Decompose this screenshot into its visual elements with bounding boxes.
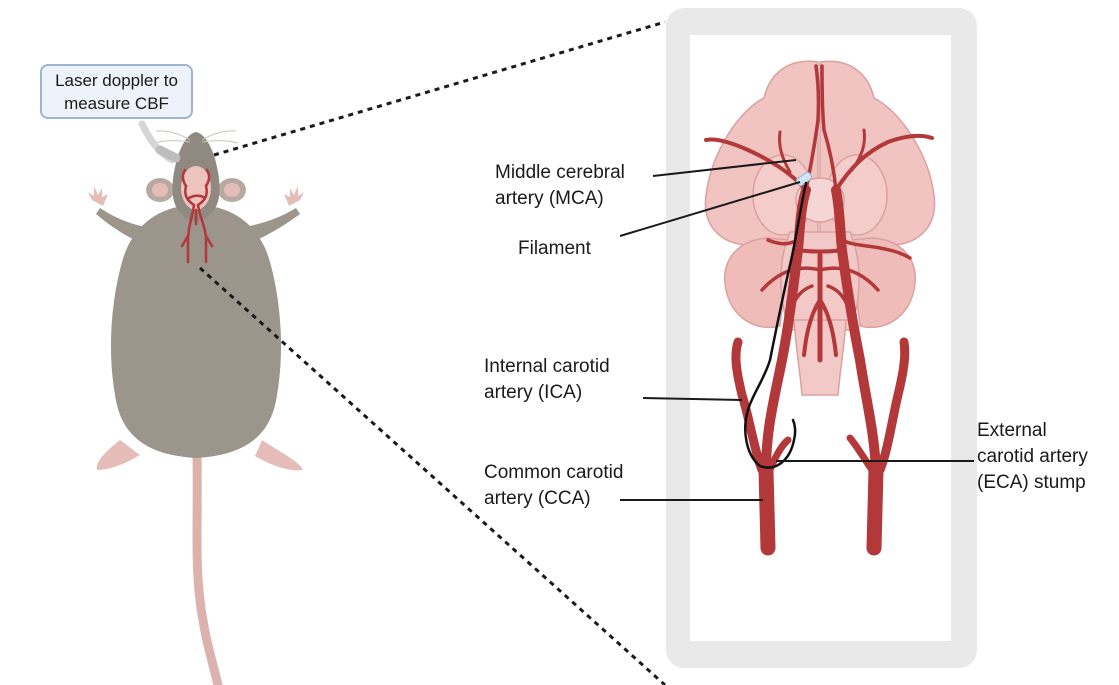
mca-label: Middle cerebral artery (MCA) (495, 160, 625, 212)
eca-label-line1: External (977, 418, 1088, 444)
left-common-carotid (766, 470, 768, 548)
right-ear-inner (224, 183, 240, 197)
cca-label-line1: Common carotid (484, 460, 623, 486)
laser-doppler-callout: Laser doppler to measure CBF (40, 64, 193, 119)
right-common-carotid (874, 470, 876, 548)
mouse-illustration (88, 124, 304, 685)
filament-label-line1: Filament (518, 236, 591, 262)
zoom-line-top (214, 22, 665, 155)
cca-label: Common carotid artery (CCA) (484, 460, 623, 512)
eca-label-line3: (ECA) stump (977, 470, 1088, 496)
mca-label-line2: artery (MCA) (495, 186, 625, 212)
laser-doppler-callout-line1: Laser doppler to (42, 69, 191, 92)
laser-doppler-callout-line2: measure CBF (42, 92, 191, 115)
ica-label-line1: Internal carotid (484, 354, 610, 380)
mouse-body (111, 205, 281, 458)
mca-label-line1: Middle cerebral (495, 160, 625, 186)
eca-label: External carotid artery (ECA) stump (977, 418, 1088, 496)
right-front-paw (284, 186, 304, 206)
eca-label-line2: carotid artery (977, 444, 1088, 470)
mouse-tail (197, 455, 218, 685)
filament-label: Filament (518, 236, 591, 262)
posterior-communicating (798, 250, 842, 252)
left-ear-inner (152, 183, 168, 197)
left-front-paw (88, 186, 108, 206)
ica-label: Internal carotid artery (ICA) (484, 354, 610, 406)
left-hind-paw (97, 440, 140, 470)
ica-label-line2: artery (ICA) (484, 380, 610, 406)
right-hind-paw (255, 440, 303, 470)
cca-label-line2: artery (CCA) (484, 486, 623, 512)
